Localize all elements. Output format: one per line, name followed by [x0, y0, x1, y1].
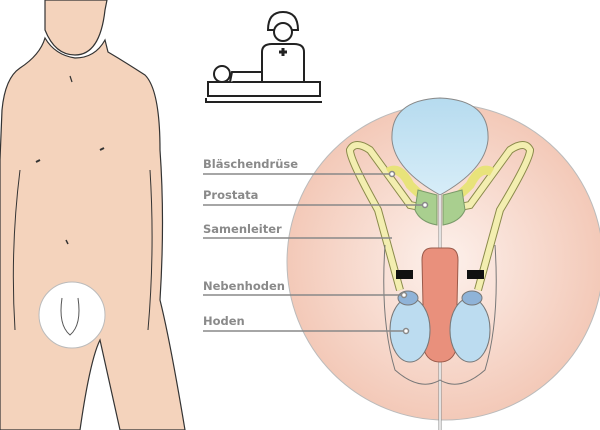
label-leader-lines [203, 170, 429, 335]
doctor-patient-icon [205, 10, 322, 103]
human-body-figure [0, 0, 186, 430]
label-nebenhoden: Nebenhoden [203, 279, 285, 293]
label-samenleiter: Samenleiter [203, 222, 282, 236]
label-blaeschendruese: Bläschendrüse [203, 157, 298, 171]
genital-inset-circle [38, 281, 106, 349]
anatomy-closeup [286, 97, 600, 430]
vasectomy-cut-mark-left [396, 270, 413, 279]
vasectomy-cut-mark-right [467, 270, 484, 279]
label-prostata: Prostata [203, 188, 258, 202]
label-hoden: Hoden [203, 314, 245, 328]
